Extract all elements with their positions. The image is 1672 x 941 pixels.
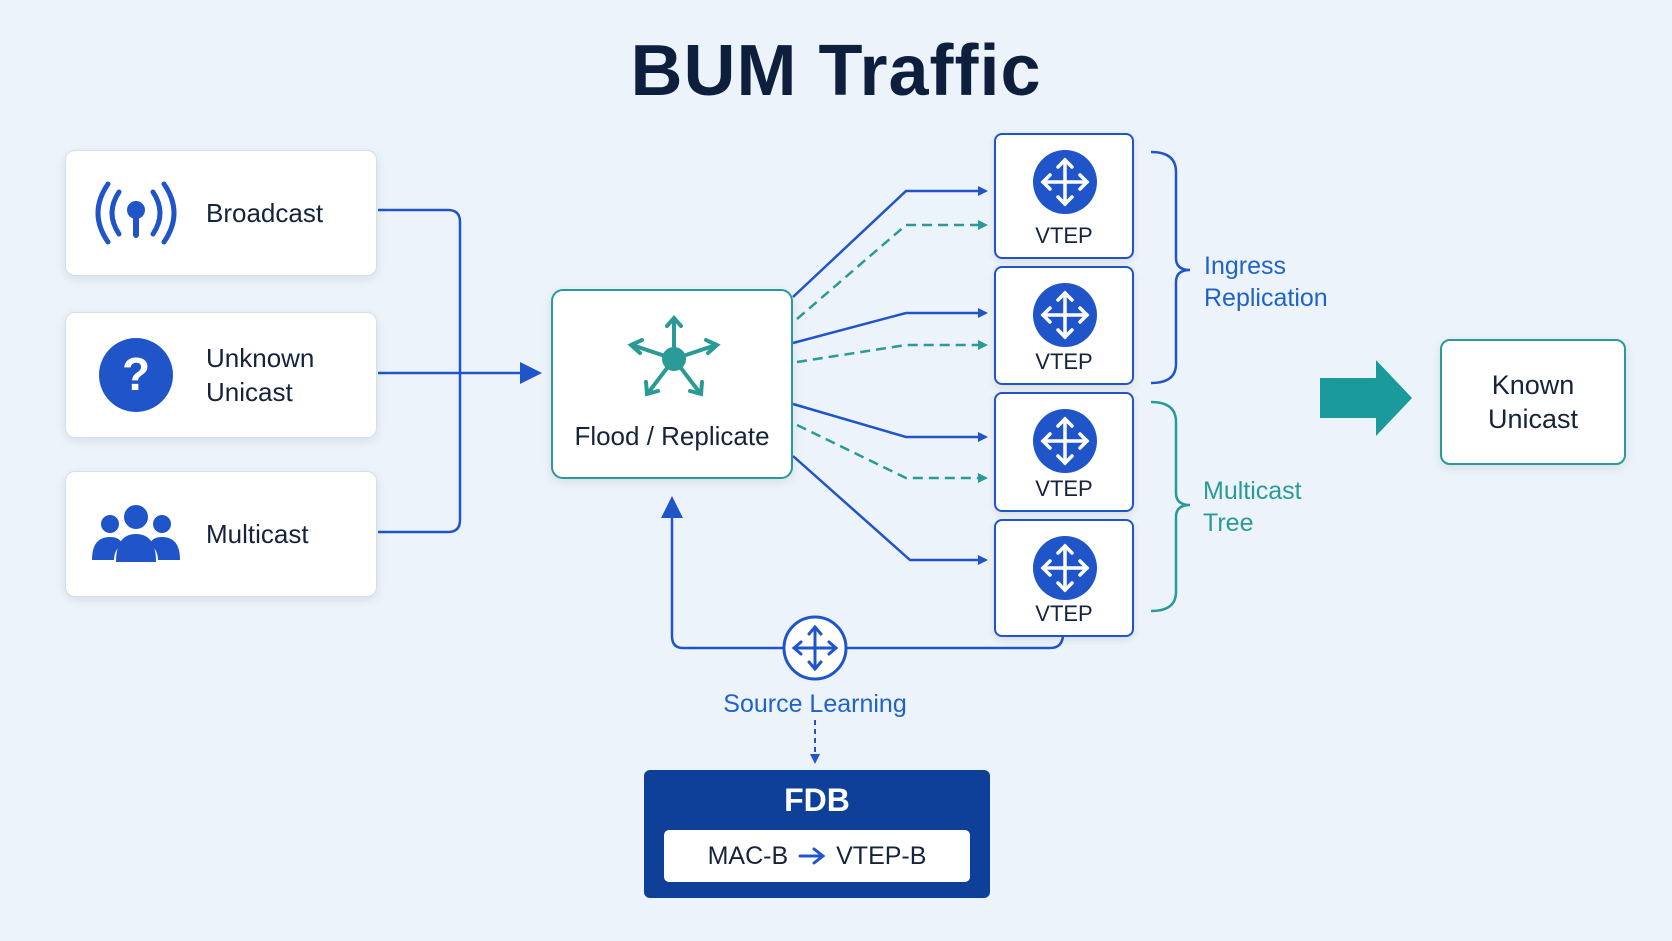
known-unicast-label: Known Unicast [1487, 370, 1579, 434]
fdb-mac: MAC-B [707, 841, 789, 870]
svg-text:?: ? [122, 348, 150, 400]
broadcast-card[interactable]: Broadcast [65, 150, 377, 276]
ingress-replication-label: Ingress Replication [1204, 252, 1328, 312]
broadcast-icon [86, 178, 186, 248]
question-icon: ? [86, 336, 186, 414]
source-learning-label: Source Learning [723, 690, 907, 718]
link-ingress-2 [792, 308, 988, 345]
brace-ingress [1150, 150, 1191, 385]
replicate-star-icon [627, 314, 721, 397]
vtep-node-2[interactable]: VTEP [994, 266, 1134, 385]
vtep-node-3[interactable]: VTEP [994, 392, 1134, 512]
unknown-unicast-card[interactable]: ? Unknown Unicast [65, 312, 377, 438]
link-ingress-1-dashed [796, 220, 988, 320]
arrow-right-icon [798, 847, 826, 865]
router-icon [1033, 283, 1097, 347]
unknown-unicast-label: Unknown Unicast [206, 343, 315, 407]
link-mcast-1-dashed [796, 423, 988, 483]
known-unicast-arrow [1320, 360, 1412, 436]
link-ingress-1 [792, 186, 988, 298]
vtep-node-1[interactable]: VTEP [994, 133, 1134, 259]
fdb-table[interactable]: FDB MAC-B VTEP-B [644, 770, 990, 898]
link-mcast-2 [792, 455, 988, 565]
brace-multicast [1150, 400, 1191, 613]
page-title: BUM Traffic [630, 31, 1042, 111]
known-unicast-node[interactable]: Known Unicast [1440, 339, 1626, 465]
flood-label: Flood / Replicate [574, 421, 770, 451]
router-icon [1033, 150, 1097, 214]
vtep-label: VTEP [1035, 601, 1093, 626]
vtep-label: VTEP [1035, 476, 1093, 501]
group-icon [86, 504, 186, 564]
flood-replicate-node[interactable]: Flood / Replicate [551, 289, 793, 479]
multicast-card[interactable]: Multicast [65, 471, 377, 597]
vtep-label: VTEP [1035, 223, 1093, 248]
multicast-label: Multicast [206, 519, 309, 549]
source-learning-router-icon [782, 615, 848, 681]
router-icon [1033, 409, 1097, 473]
link-ingress-2-dashed [796, 340, 988, 364]
broadcast-label: Broadcast [206, 198, 324, 228]
vtep-label: VTEP [1035, 349, 1093, 374]
fdb-title: FDB [784, 782, 850, 818]
vtep-node-4[interactable]: VTEP [994, 519, 1134, 637]
fdb-vtep: VTEP-B [836, 841, 927, 870]
router-icon [1033, 536, 1097, 600]
multicast-tree-label: Multicast Tree [1203, 477, 1302, 537]
fdb-entry: MAC-B VTEP-B [664, 830, 970, 882]
link-mcast-1 [792, 402, 988, 442]
